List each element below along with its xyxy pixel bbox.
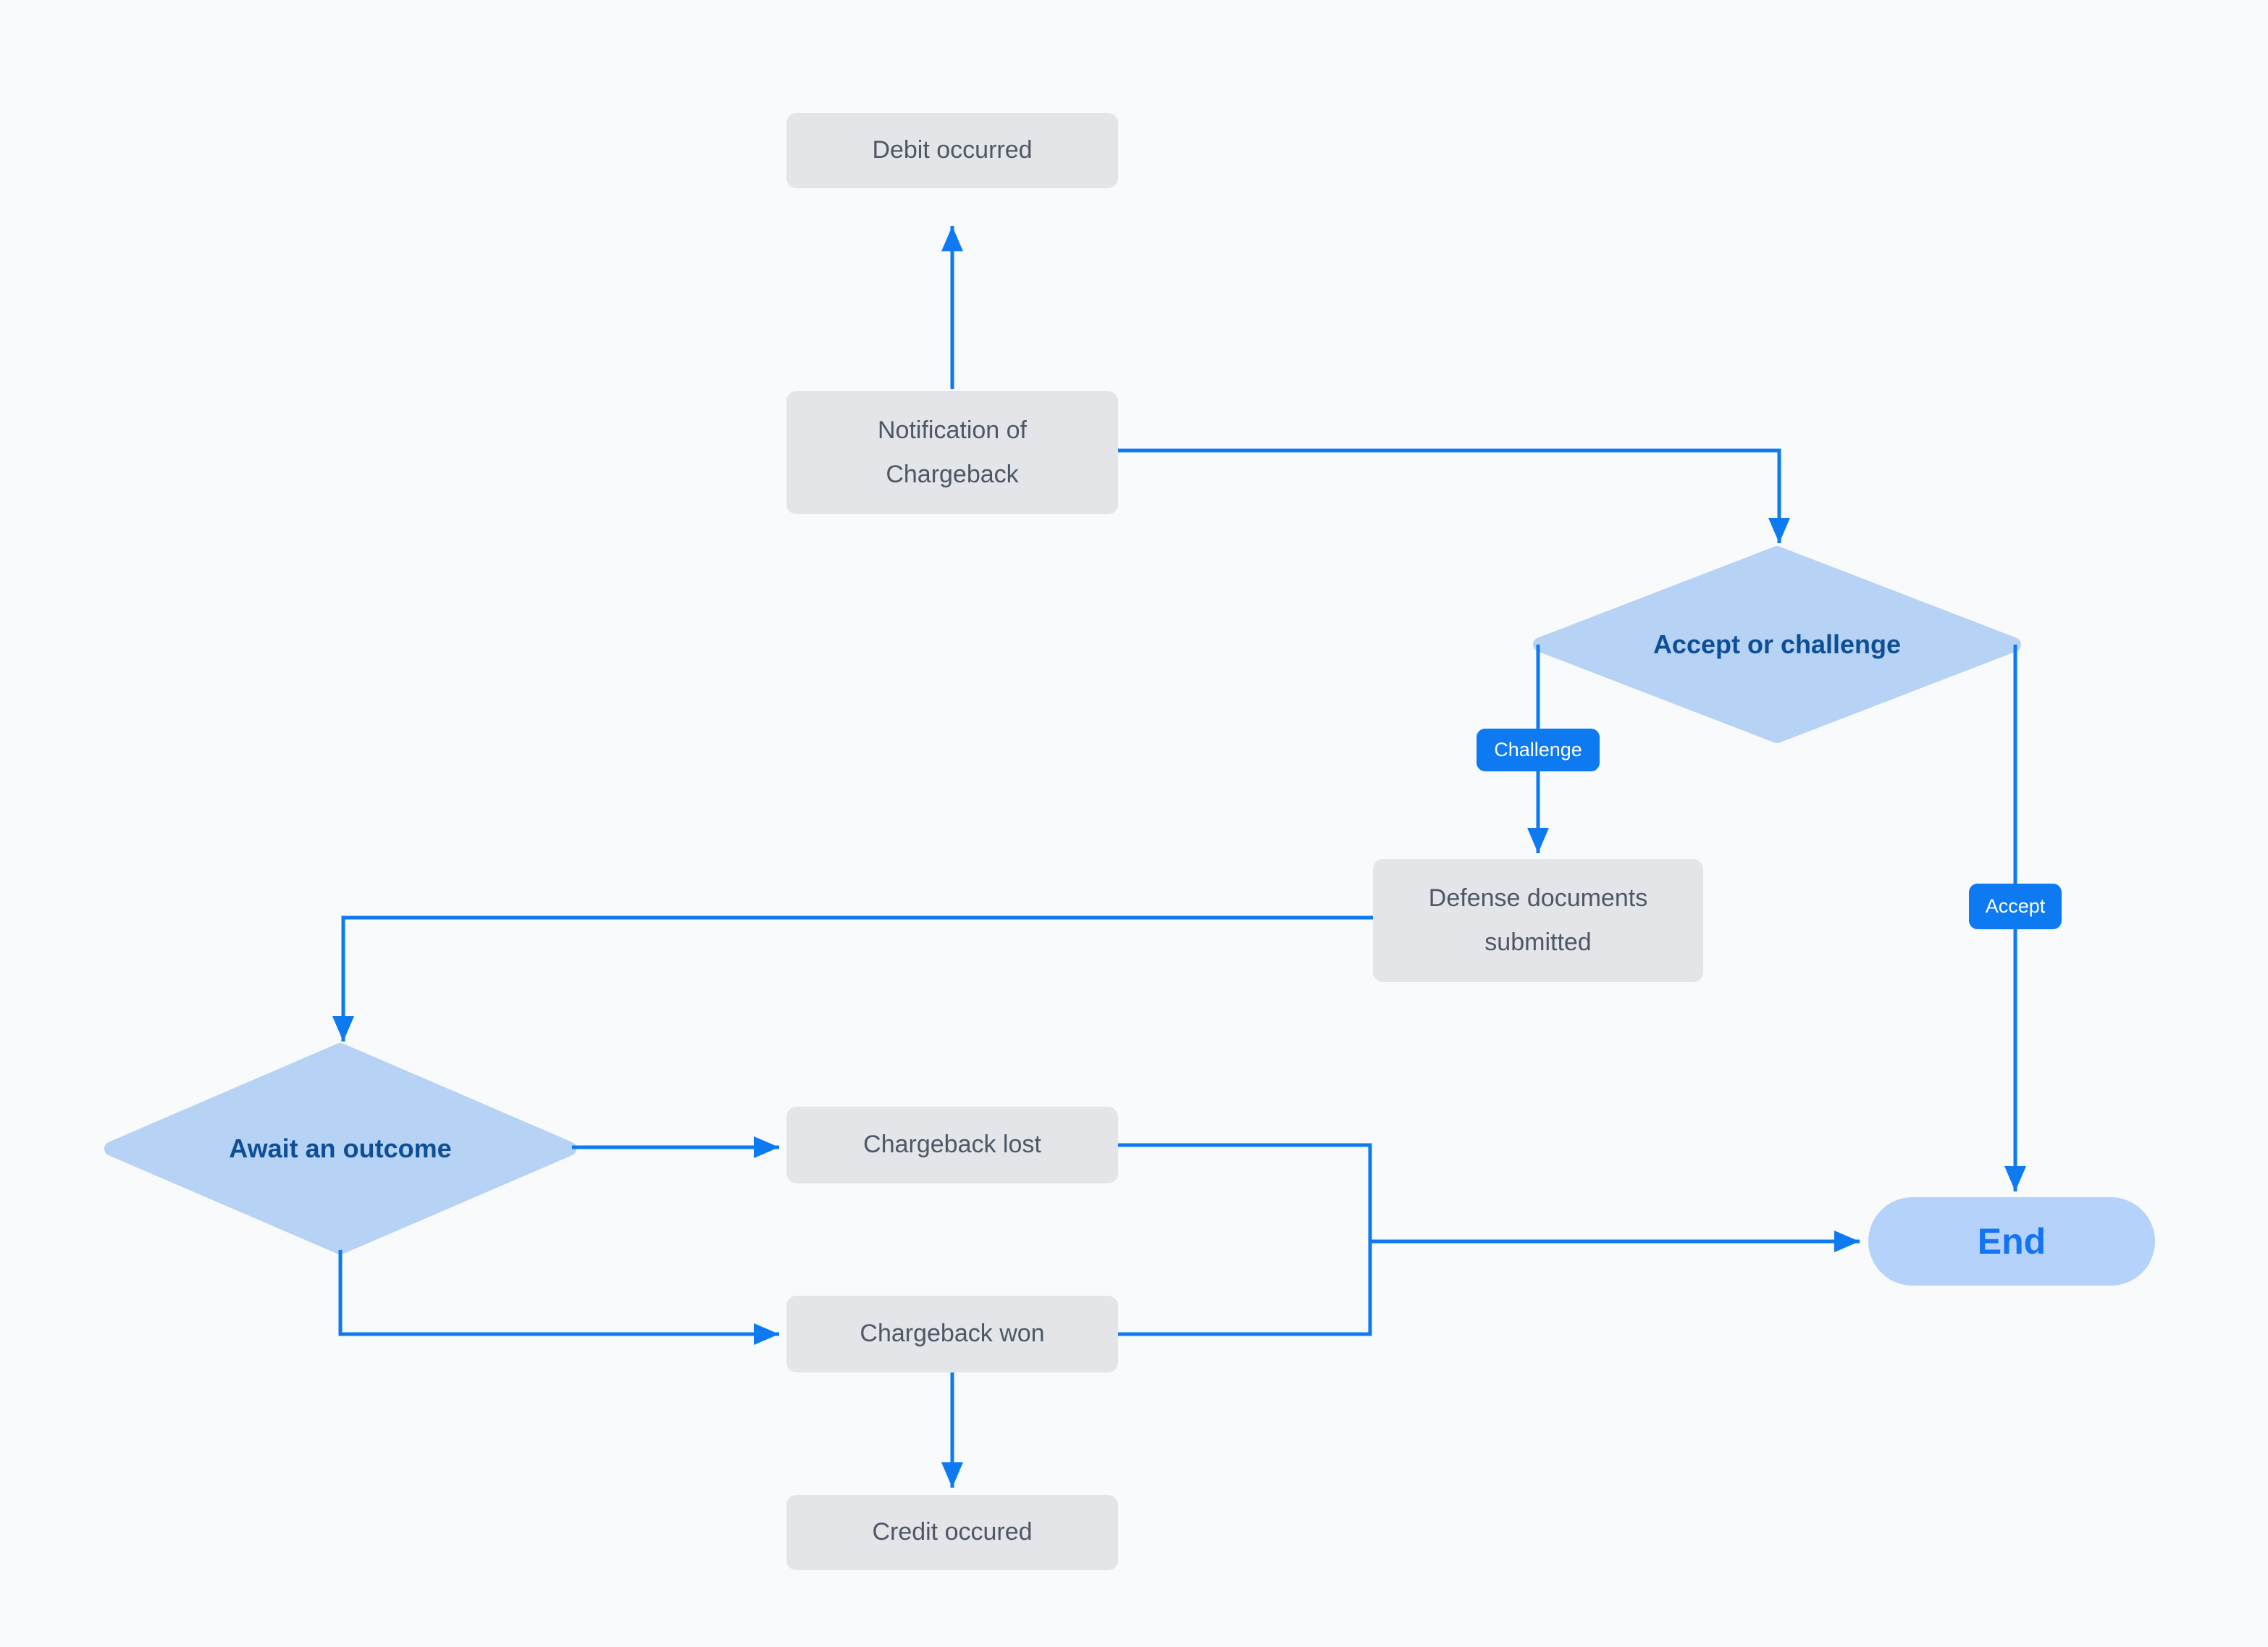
decision-diamond-accept-or-challenge — [1533, 546, 2021, 743]
node-end: End — [1868, 1197, 2155, 1286]
node-notification-of-chargeback-label: Notification of Chargeback — [878, 416, 1027, 488]
node-notification-of-chargeback: Notification of Chargeback — [786, 391, 1118, 514]
node-chargeback-won-label: Chargeback won — [860, 1320, 1045, 1348]
node-credit-occured-label: Credit occured — [872, 1518, 1033, 1546]
node-chargeback-won: Chargeback won — [786, 1296, 1118, 1372]
connector-defense-to-await — [332, 915, 1373, 1042]
node-accept-or-challenge-label: Accept or challenge — [1652, 629, 1902, 659]
node-defense-documents-submitted: Defense documents submitted — [1373, 859, 1703, 982]
node-defense-documents-submitted-label: Defense documents submitted — [1428, 884, 1648, 956]
accept-button-label: Accept — [1985, 895, 2046, 917]
challenge-button[interactable]: Challenge — [1477, 729, 1600, 771]
node-end-label: End — [1977, 1221, 2046, 1262]
node-debit-occurred: Debit occurred — [786, 113, 1118, 188]
accept-button[interactable]: Accept — [1969, 884, 2062, 929]
node-chargeback-lost-label: Chargeback lost — [863, 1131, 1041, 1159]
connector-notification-to-decision — [1118, 448, 1790, 543]
connector-await-to-won — [338, 1250, 779, 1345]
node-debit-occurred-label: Debit occurred — [872, 136, 1033, 164]
node-accept-or-challenge: Accept or challenge — [1537, 550, 2017, 739]
node-await-an-outcome-label: Await an outcome — [229, 1133, 452, 1163]
node-await-an-outcome: Await an outcome — [109, 1047, 572, 1250]
decision-diamond-await-outcome — [104, 1043, 576, 1254]
node-chargeback-lost: Chargeback lost — [786, 1107, 1118, 1183]
connector-outcomes-merge — [1118, 1143, 1372, 1336]
challenge-button-label: Challenge — [1494, 739, 1582, 760]
node-credit-occured: Credit occured — [786, 1495, 1118, 1570]
